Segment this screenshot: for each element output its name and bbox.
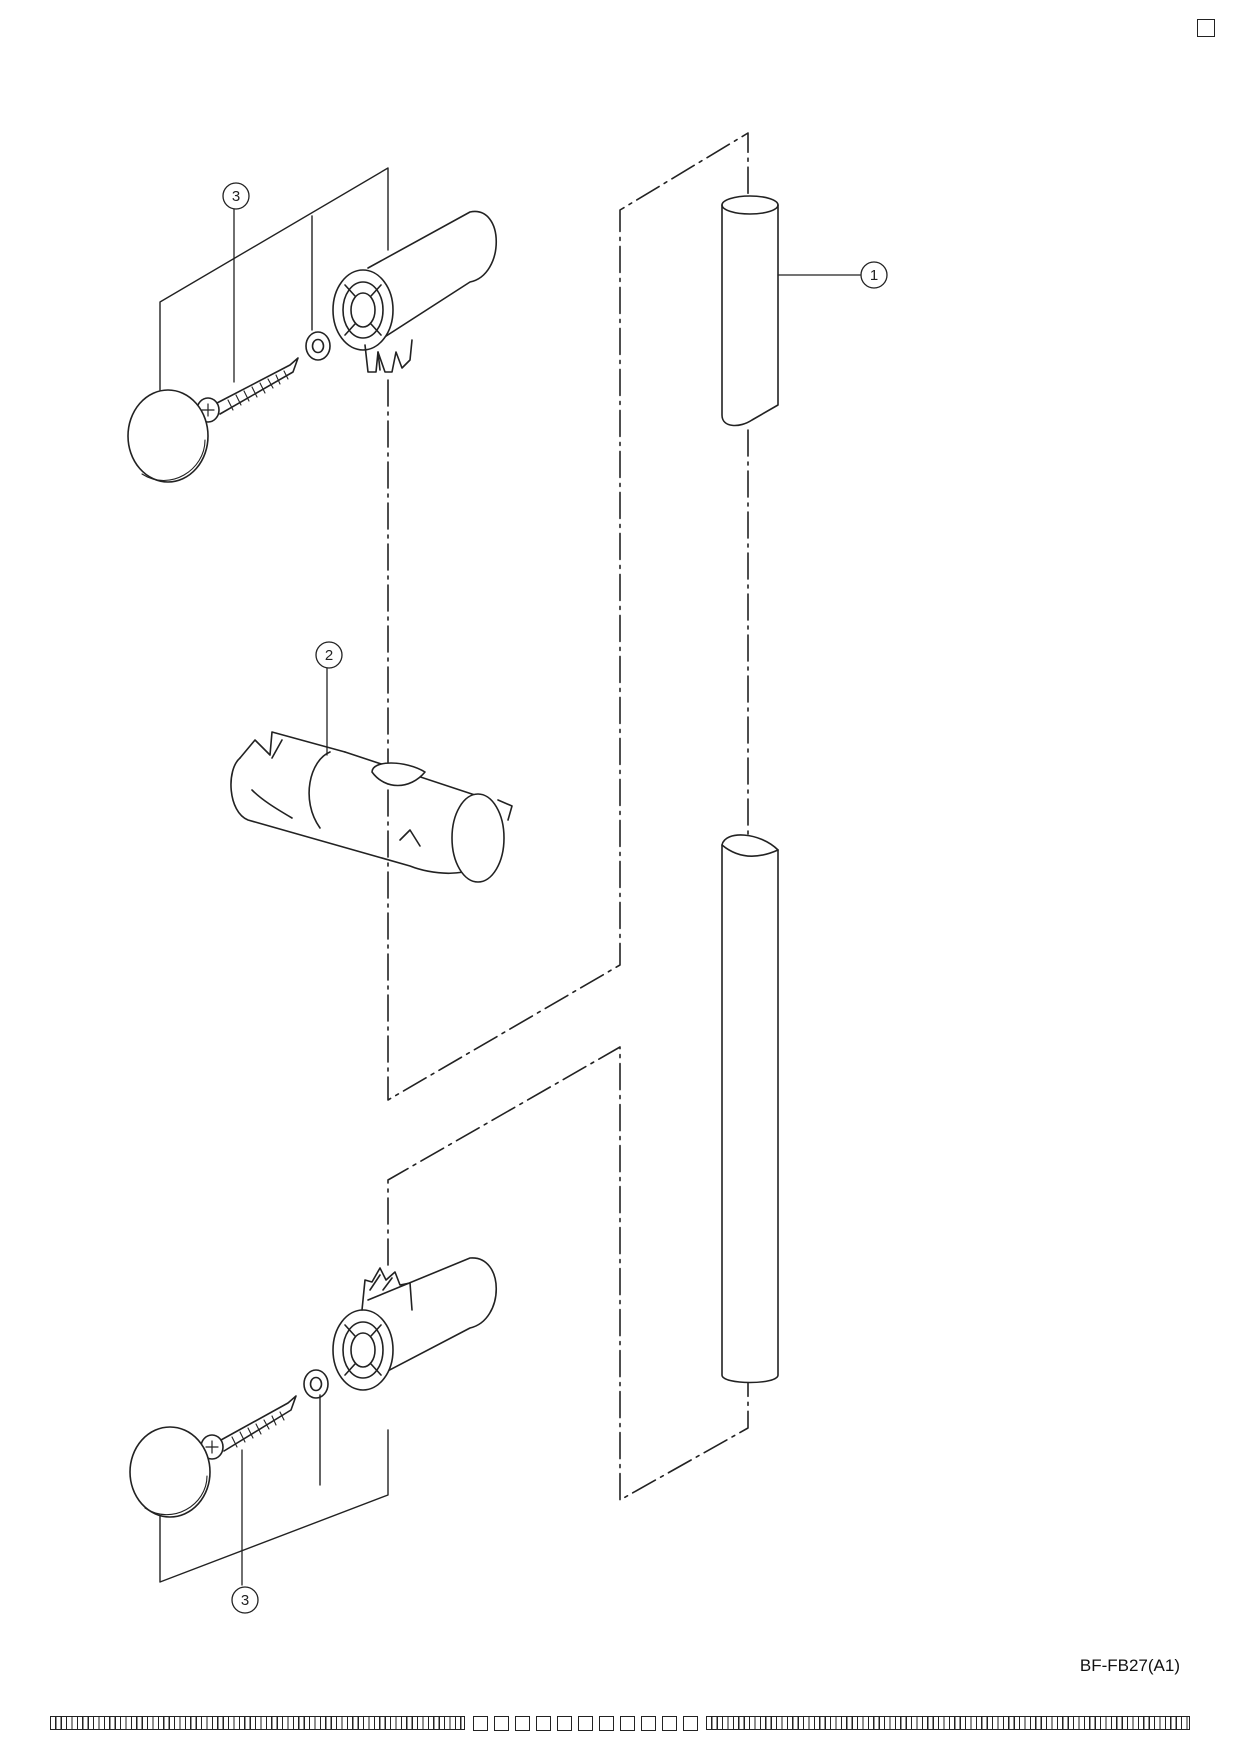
bottom-cap	[129, 1426, 211, 1518]
assembly-line-upper	[387, 132, 749, 1101]
corner-square-icon	[1197, 19, 1215, 37]
document-code: BF-FB27(A1)	[1079, 1656, 1180, 1675]
wall-plane-top	[159, 167, 389, 391]
callout-leaders	[233, 207, 861, 1586]
footer-glyph-boxes	[473, 1715, 699, 1731]
callout-1: 1	[860, 261, 888, 289]
wall-plane-bottom	[159, 1394, 389, 1583]
top-washer	[305, 331, 331, 361]
rail-lower-section	[721, 834, 779, 1384]
top-cap	[127, 389, 209, 483]
bottom-bracket	[332, 1257, 498, 1391]
svg-text:3: 3	[232, 188, 240, 205]
callout-3-top: 3	[222, 182, 250, 210]
footer-glyph-run-right	[706, 1716, 1190, 1730]
top-bracket	[332, 210, 498, 373]
assembly-lines	[387, 132, 749, 1501]
slider	[230, 731, 513, 883]
svg-text:3: 3	[241, 1592, 249, 1609]
bottom-screw	[200, 1395, 297, 1460]
rail-upper-section	[721, 195, 779, 427]
bottom-washer	[303, 1369, 329, 1399]
footer-glyph-row	[50, 1714, 1190, 1732]
callout-3-bottom: 3	[231, 1586, 259, 1614]
svg-text:1: 1	[870, 267, 878, 284]
callout-2: 2	[315, 641, 343, 669]
footer-glyph-run-left	[50, 1716, 466, 1730]
top-screw	[196, 357, 299, 423]
svg-text:2: 2	[325, 647, 333, 664]
assembly-line-lower	[387, 1046, 749, 1501]
